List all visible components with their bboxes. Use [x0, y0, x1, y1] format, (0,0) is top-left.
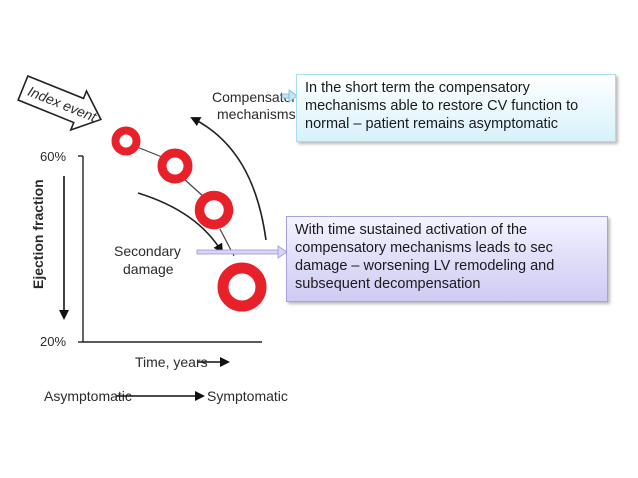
ring-group	[111, 126, 267, 312]
compensatory-label-line1: Compensatory	[212, 89, 303, 105]
y-tick-label-top: 60%	[40, 149, 66, 164]
ring-connector	[136, 146, 163, 158]
x-axis-label: Time, years	[135, 354, 208, 370]
callout-long-term: With time sustained activation of the co…	[286, 216, 608, 302]
secondary-label-line2: damage	[123, 261, 174, 277]
index-event-arrow: Index event	[17, 74, 103, 132]
y-axis-label: Ejection fraction	[30, 179, 46, 289]
lv-ring-3	[194, 190, 234, 230]
symptomatic-label: Symptomatic	[207, 388, 288, 404]
lv-ring-2	[157, 148, 193, 184]
compensatory-curve-arrow	[190, 117, 267, 241]
y-tick-label-bottom: 20%	[40, 334, 66, 349]
callout-bottom-pointer	[196, 245, 288, 259]
callout-short-term: In the short term the compensatory mecha…	[296, 74, 616, 142]
ring-connector	[183, 178, 205, 198]
lv-ring-1	[111, 126, 141, 156]
callout-top-pointer	[281, 89, 298, 103]
secondary-label-line1: Secondary	[114, 243, 181, 259]
secondary-damage-curve-arrow	[137, 192, 224, 254]
compensatory-label-line2: mechanisms	[217, 106, 296, 122]
asymptomatic-label: Asymptomatic	[44, 388, 132, 404]
lv-ring-4	[217, 262, 267, 312]
